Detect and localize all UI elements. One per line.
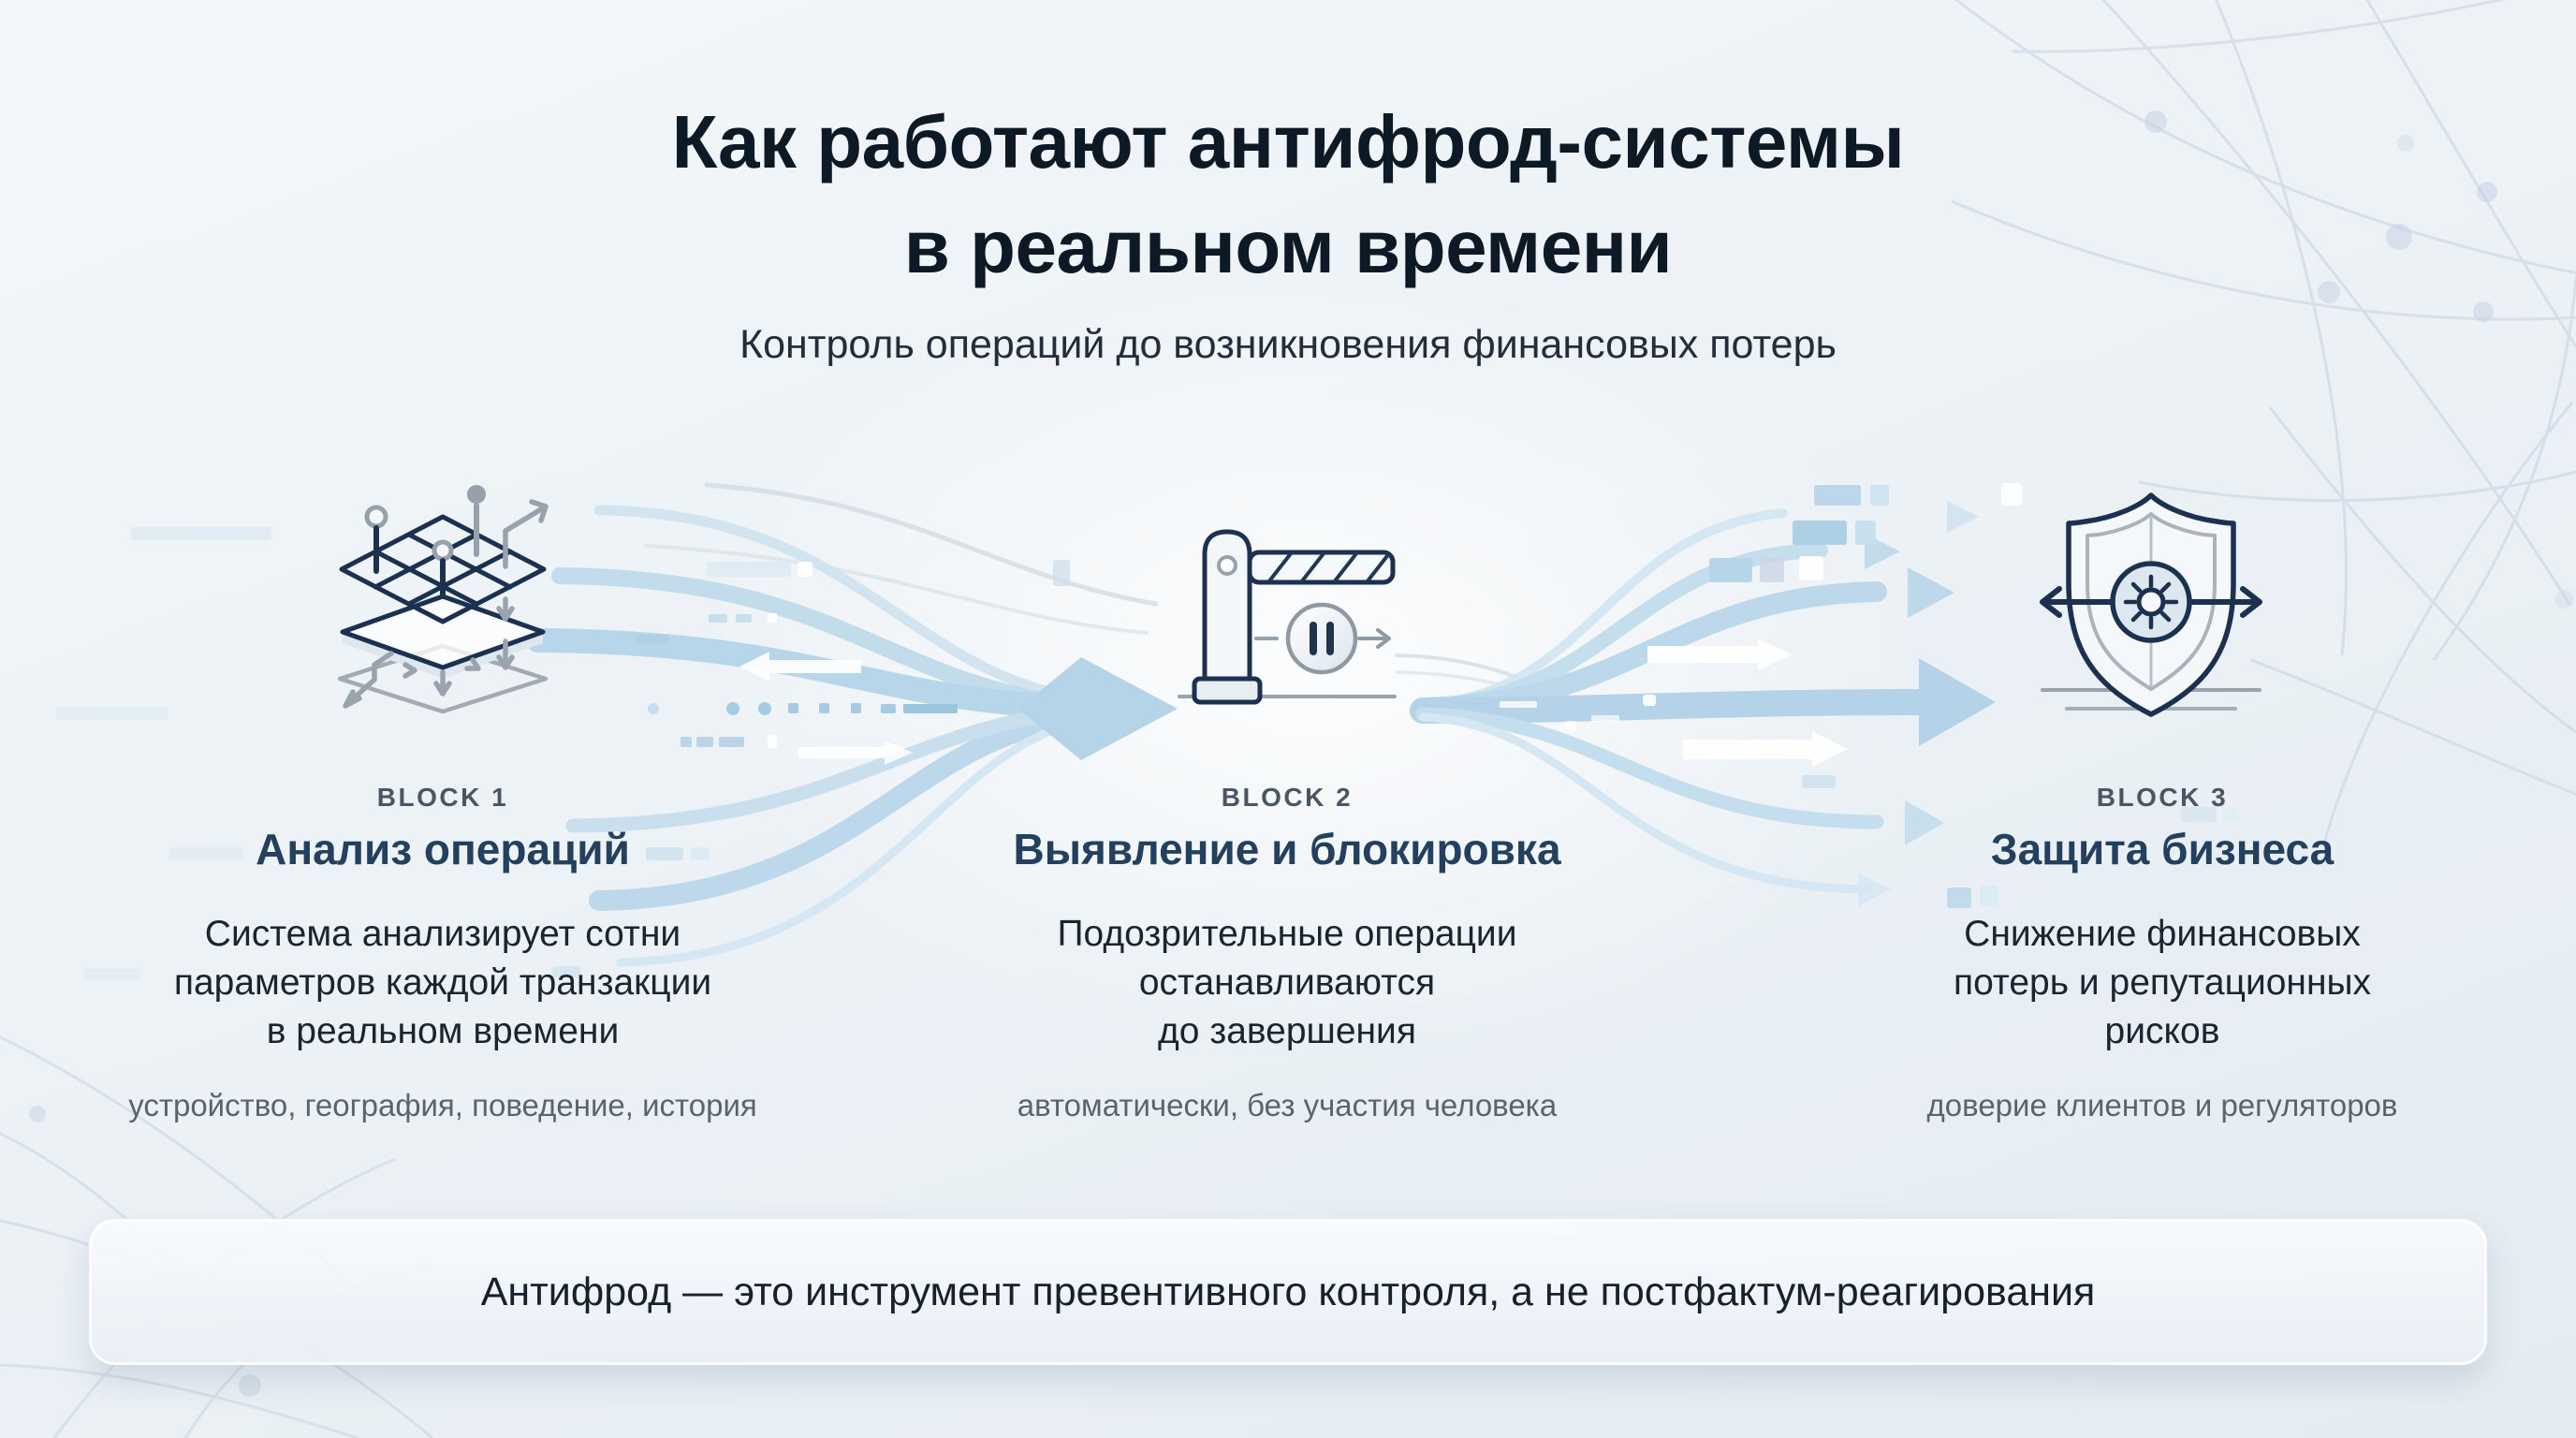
- block-label: BLOCK 3: [2096, 783, 2229, 812]
- block-note: автоматически, без участия человека: [1017, 1087, 1558, 1123]
- header: Как работают антифрод-системы в реальном…: [0, 90, 2576, 368]
- block-label: BLOCK 1: [376, 783, 509, 812]
- white-arrow-small-right: [798, 741, 913, 765]
- mesh-nodes-top-right: [2144, 110, 2574, 609]
- pause-icon: [1310, 622, 1334, 655]
- block-detection: BLOCK 2 Выявление и блокировка Подозрите…: [903, 783, 1671, 1123]
- page-title: Как работают антифрод-системы в реальном…: [671, 100, 1905, 288]
- double-arrow-icon: [2040, 586, 2262, 618]
- block-description: Снижение финансовых потерь и репутационн…: [1953, 914, 2372, 1051]
- direction-arrow-icons: [343, 499, 549, 709]
- flow-big-arrow-left: [1018, 657, 1178, 760]
- block-title: Выявление и блокировка: [1013, 825, 1561, 873]
- mesh-nodes-bottom-left: [29, 1106, 261, 1397]
- block-analysis: BLOCK 1 Анализ операций Система анализир…: [59, 783, 827, 1123]
- flow-arrowheads-right: [1647, 501, 1996, 906]
- page-subtitle: Контроль операций до возникновения финан…: [739, 322, 1837, 367]
- barrier-block-icon: [1178, 529, 1397, 705]
- mesh-pattern-top-right: [1951, 0, 2576, 848]
- block-description: Система анализирует сотни параметров каж…: [173, 914, 712, 1051]
- shield-protection-icon: [2040, 492, 2262, 717]
- white-arrow-left: [739, 652, 861, 682]
- data-bits-right: [1500, 483, 2238, 908]
- threat-sun-icon: [2123, 574, 2179, 630]
- block-title: Анализ операций: [256, 825, 630, 873]
- arrow-right-icon: [1357, 628, 1391, 649]
- block-description: Подозрительные операции останавливаются …: [1057, 914, 1517, 1051]
- data-bits-left: [56, 527, 1070, 980]
- block-note: доверие клиентов и регуляторов: [1926, 1087, 2398, 1123]
- block-title: Защита бизнеса: [1990, 825, 2334, 873]
- block-note: устройство, география, поведение, истори…: [128, 1087, 757, 1123]
- block-label: BLOCK 2: [1221, 783, 1354, 812]
- data-pin-icons: [364, 485, 486, 599]
- block-protection: BLOCK 3 Защита бизнеса Снижение финансов…: [1778, 783, 2546, 1123]
- footer-banner-text: Антифрод — это инструмент превентивного …: [480, 1269, 2096, 1314]
- layers-analysis-icon: [337, 485, 549, 714]
- footer-banner: Антифрод — это инструмент превентивного …: [89, 1219, 2487, 1365]
- flow-dots-row: [648, 702, 958, 715]
